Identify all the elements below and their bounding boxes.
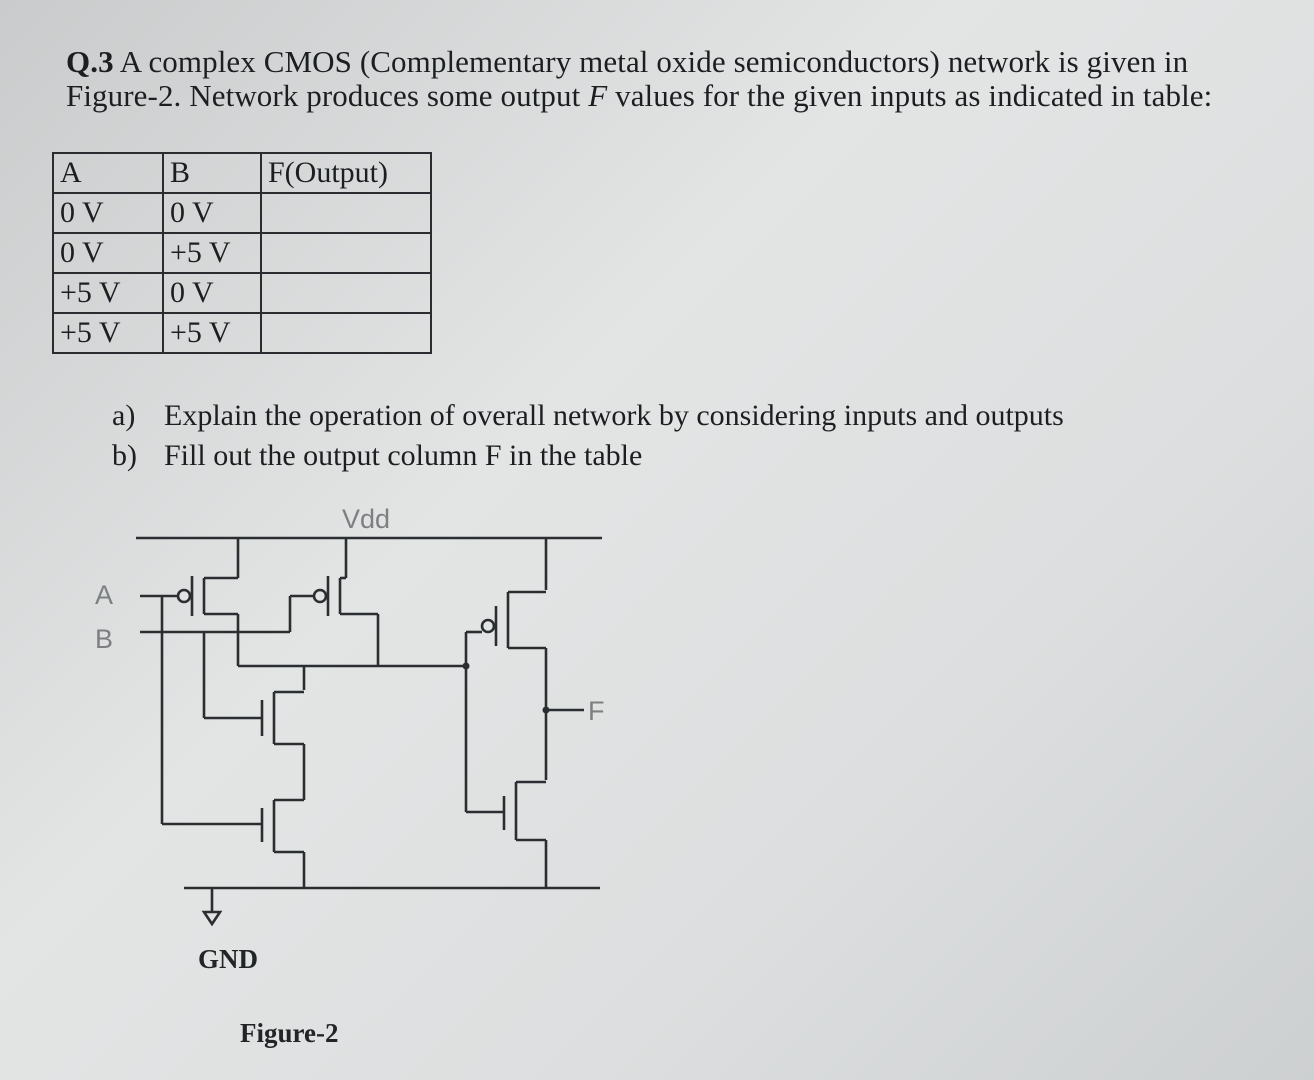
pmos-b-bubble — [312, 588, 328, 604]
part-a: a) Explain the operation of overall netwo… — [112, 398, 1064, 434]
table-cell-b: +5 V — [162, 312, 262, 354]
question-line-1: Q.3 A complex CMOS (Complementary metal … — [66, 44, 1188, 80]
table-header-b: B — [162, 152, 262, 194]
question-text-2b: values for the given inputs as indicated… — [607, 78, 1213, 113]
figure-caption: Figure-2 — [240, 1018, 338, 1048]
table-cell-f[interactable] — [260, 232, 432, 274]
nmos-transistor-a — [260, 798, 306, 888]
table-cell-b: 0 V — [162, 272, 262, 314]
input-b-label: B — [95, 624, 113, 654]
pmos-transistor-b — [266, 576, 380, 666]
pmos-a-bubble — [176, 588, 192, 604]
pmos-transistor-a — [176, 576, 240, 666]
part-a-text: Explain the operation of overall network… — [164, 399, 1064, 432]
table-cell-a: +5 V — [52, 272, 164, 314]
output-variable: F — [588, 78, 608, 113]
pmos-inv-bubble — [480, 618, 496, 634]
table-cell-b: 0 V — [162, 192, 262, 234]
question-number: Q.3 — [66, 44, 114, 79]
table-cell-a: 0 V — [52, 232, 164, 274]
table-header-a: A — [52, 152, 164, 194]
table-cell-f[interactable] — [260, 192, 432, 234]
vdd-label: Vdd — [342, 504, 390, 534]
part-a-label: a) — [112, 399, 136, 432]
table-cell-a: +5 V — [52, 312, 164, 354]
table-row: 0 V +5 V — [52, 232, 432, 274]
part-b: b) Fill out the output column F in the ta… — [112, 438, 642, 474]
table-cell-b: +5 V — [162, 232, 262, 274]
gnd-label: GND — [198, 944, 258, 974]
question-line-2: Figure-2. Network produces some output F… — [66, 78, 1212, 114]
table-row: 0 V 0 V — [52, 192, 432, 234]
part-b-label: b) — [112, 439, 137, 472]
input-a-label: A — [95, 580, 113, 610]
ground-symbol-icon — [201, 910, 223, 927]
nmos-transistor-b — [260, 690, 306, 800]
pmos-transistor-inverter — [480, 590, 548, 780]
table-cell-f[interactable] — [260, 272, 432, 314]
table-cell-a: 0 V — [52, 192, 164, 234]
table-header-f: F(Output) — [260, 152, 432, 194]
table-row: +5 V 0 V — [52, 272, 432, 314]
table-header-row: A B F(Output) — [52, 152, 432, 194]
table-cell-f[interactable] — [260, 312, 432, 354]
truth-table: A B F(Output) 0 V 0 V 0 V +5 V +5 V 0 V … — [52, 152, 432, 354]
part-b-text: Fill out the output column F in the tabl… — [164, 439, 643, 472]
nmos-transistor-inverter — [502, 780, 548, 888]
output-f-label: F — [588, 696, 605, 726]
question-text-2a: Figure-2. Network produces some output — [66, 78, 589, 113]
table-row: +5 V +5 V — [52, 312, 432, 354]
question-text-1: A complex CMOS (Complementary metal oxid… — [113, 44, 1189, 79]
